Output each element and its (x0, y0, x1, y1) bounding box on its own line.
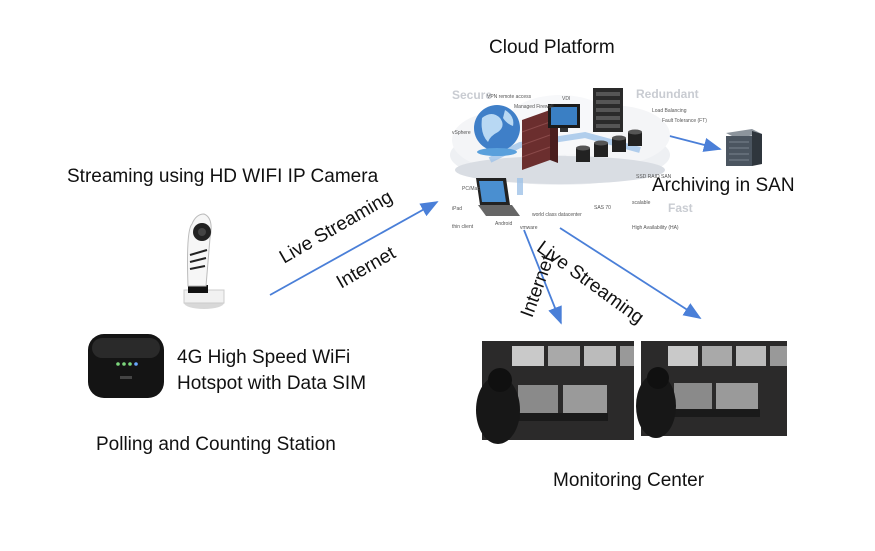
cloud-text-ha: High Availability (HA) (632, 225, 679, 231)
cloud-text-ssd: SSD RAID SAN (636, 174, 672, 180)
wifi-hotspot-icon (88, 334, 164, 398)
cloud-text-vpn: VPN remote access (487, 94, 532, 100)
storage-cylinders-icon (576, 129, 642, 162)
archive-label: Archiving in SAN (652, 175, 795, 196)
cloud-word-secure: Secure (452, 88, 492, 102)
server-rack-icon (593, 88, 623, 132)
monitoring-label: Monitoring Center (553, 470, 705, 491)
station-label: Polling and Counting Station (96, 434, 336, 455)
cloud-text-firewall: Managed Firewall (514, 104, 553, 110)
cloud-word-redundant: Redundant (636, 87, 699, 101)
page-title: Cloud Platform (489, 37, 615, 58)
ip-camera-icon (183, 213, 225, 309)
cloud-text-sas: SAS 70 (594, 205, 611, 211)
cloud-text-scalable: scalable (632, 200, 651, 206)
hotspot-label-line2: Hotspot with Data SIM (177, 373, 367, 394)
cloud-text-vsphere: vSphere (452, 130, 471, 136)
cloud-text-thin-client: thin client (452, 224, 474, 230)
arrow-camera-to-cloud (269, 201, 439, 296)
cloud-text-ipad: iPad (452, 206, 462, 212)
cloud-text-pcmac: PC/Mac (462, 186, 480, 192)
hotspot-label-line1: 4G High Speed WiFi (177, 347, 351, 368)
laptop-icon (476, 178, 520, 216)
monitoring-photo-right (636, 341, 787, 438)
cloud-text-datacenter: world class datacenter (532, 212, 582, 218)
monitoring-photo-left (476, 341, 634, 444)
cloud-text-vmware: vmware (520, 225, 538, 231)
camera-label: Streaming using HD WIFI IP Camera (67, 166, 379, 187)
arrow-cloud-to-monitor-left (523, 229, 562, 325)
cloud-text-android: Android (495, 221, 512, 227)
globe-icon (474, 105, 520, 156)
arrow-cloud-to-monitor-right (559, 227, 702, 319)
cloud-word-fast: Fast (668, 201, 693, 215)
san-server-icon (726, 129, 762, 166)
firewall-icon (521, 110, 558, 170)
cloud-text-load-balancing: Load Balancing (652, 108, 687, 114)
monitor-icon (548, 104, 580, 132)
cloud-text-vdi: VDI (562, 96, 570, 102)
cloud-text-fault-tolerance: Fault Tolerance (FT) (662, 118, 707, 124)
